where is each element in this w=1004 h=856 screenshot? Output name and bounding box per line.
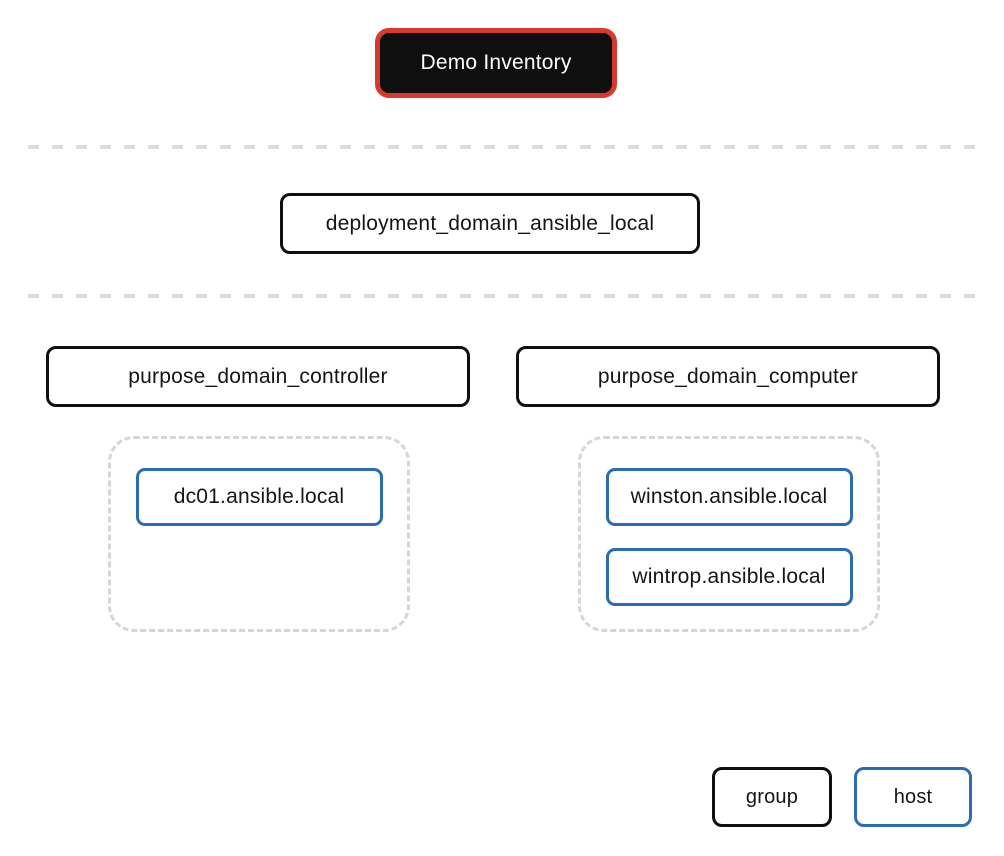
- legend-host-box: host: [854, 767, 972, 827]
- node-host-winston: winston.ansible.local: [605, 468, 853, 526]
- legend: group host: [712, 767, 972, 827]
- controller-hosts-container: dc01.ansible.local: [108, 436, 410, 632]
- tier-divider-bottom: [28, 294, 975, 298]
- legend-group-box: group: [712, 767, 832, 827]
- node-group-purpose-domain-computer: purpose_domain_computer: [516, 346, 940, 407]
- node-host-dc01: dc01.ansible.local: [135, 468, 383, 526]
- computer-hosts-container: winston.ansible.local wintrop.ansible.lo…: [578, 436, 880, 632]
- node-host-wintrop: wintrop.ansible.local: [605, 548, 853, 606]
- node-group-purpose-domain-controller: purpose_domain_controller: [46, 346, 470, 407]
- tier-divider-top: [28, 145, 975, 149]
- node-demo-inventory: Demo Inventory: [375, 28, 617, 98]
- node-group-deployment-domain: deployment_domain_ansible_local: [280, 193, 700, 254]
